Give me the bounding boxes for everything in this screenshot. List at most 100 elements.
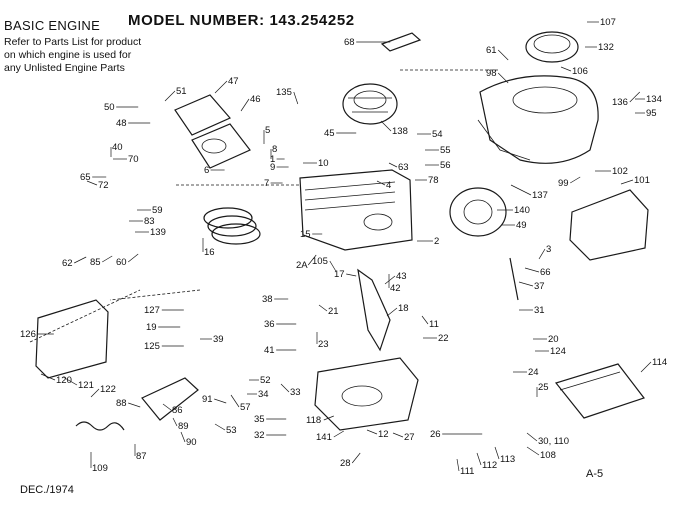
leader-line [180,431,186,443]
leader-line [497,72,509,84]
callout-99: 99 [558,178,569,189]
model-number: MODEL NUMBER: 143.254252 [128,12,355,29]
callout-50: 50 [104,102,115,113]
leader-line [526,432,538,442]
note-line: Refer to Parts List for product [4,36,142,48]
callout-118: 118 [306,415,321,426]
callout-126: 126 [20,329,36,340]
leader-line [128,402,141,408]
leader-line [323,415,334,421]
leader-line [640,361,652,373]
leader-line [346,273,357,277]
callout-46: 46 [250,94,261,105]
callout-2: 2 [434,236,439,247]
leader-line [172,417,178,427]
callout-12: 12 [378,429,389,440]
callout-11: 11 [429,319,439,330]
callout-108: 108 [540,450,556,461]
callout-53: 53 [226,425,237,436]
leader-line [240,98,250,112]
leader-line [524,267,540,273]
callout-54: 54 [432,129,443,140]
callout-5: 5 [265,125,270,136]
callout-86: 86 [172,405,183,416]
callout-49: 49 [516,220,527,231]
callout-101: 101 [634,175,650,186]
callout-91: 91 [202,394,213,405]
callout-43: 43 [396,271,407,282]
callout-27: 27 [404,432,415,443]
leader-line [214,80,228,94]
callout-28: 28 [340,458,351,469]
callout-25: 25 [538,382,549,393]
leader-line [74,256,87,264]
leader-line [162,403,172,411]
callout-7: 7 [264,178,269,189]
callout-21: 21 [328,306,339,317]
leader-line [86,180,98,186]
leader-line [62,376,78,386]
callout-48: 48 [116,118,127,129]
callout-65: 65 [80,172,91,183]
callout-72: 72 [98,180,109,191]
leader-line [351,452,361,464]
leader-line [376,180,386,186]
callout-37: 37 [534,281,545,292]
leader-line [494,446,500,460]
callout-113: 113 [500,454,515,465]
callout-120: 120 [56,375,72,386]
leader-line [629,91,641,103]
callout-15: 15 [300,229,311,240]
callout-10: 10 [318,158,329,169]
callout-33: 33 [290,387,301,398]
callout-106: 106 [572,66,588,77]
callout-20: 20 [548,334,559,345]
leader-line [476,452,482,466]
callout-26: 26 [430,429,441,440]
note-line: on which engine is used for [4,49,132,61]
callout-127: 127 [144,305,160,316]
callout-42: 42 [390,283,401,294]
callout-9: 9 [270,162,275,173]
callout-125: 125 [144,341,160,352]
callout-66: 66 [540,267,551,278]
callout-122: 122 [100,384,116,395]
leader-line [421,315,429,325]
callout-107: 107 [600,17,616,28]
leader-line [366,429,378,435]
leader-line [280,383,290,393]
callout-95: 95 [646,108,657,119]
callout-59: 59 [152,205,163,216]
callout-41: 41 [264,345,275,356]
leader-line [497,49,509,61]
callout-3: 3 [546,244,551,255]
callout-2a: 2A [296,260,308,271]
leader-line [570,176,581,184]
callout-138: 138 [392,126,408,137]
callout-57: 57 [240,402,251,413]
leader-line [388,162,398,168]
leader-line [40,373,56,381]
leader-line [456,458,460,472]
callout-132: 132 [598,42,614,53]
callout-38: 38 [262,294,273,305]
callout-109: 109 [92,463,108,474]
leader-line [329,260,337,272]
callout-24: 24 [528,367,539,378]
leader-line [518,281,534,287]
leader-line [333,430,344,438]
callout-124: 124 [550,346,566,357]
callout-40: 40 [112,142,123,153]
callout-39: 39 [213,334,224,345]
callout-140: 140 [514,205,530,216]
callout-89: 89 [178,421,189,432]
callout-111: 111 [460,466,474,477]
callout-70: 70 [128,154,139,165]
leader-line [538,248,546,260]
callout-4: 4 [386,180,391,191]
callout-121: 121 [78,380,94,391]
callout-16: 16 [204,247,215,258]
callout-137: 137 [532,190,548,201]
callout-78: 78 [428,175,439,186]
